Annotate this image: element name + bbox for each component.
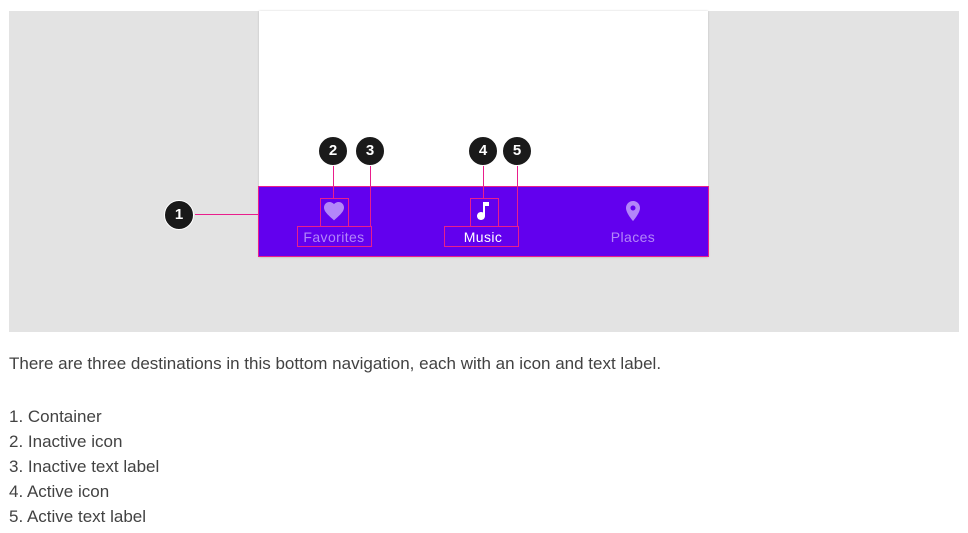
callout-1-leader <box>195 214 259 215</box>
nav-item-places[interactable]: Places <box>558 187 708 256</box>
music-note-icon <box>471 199 495 223</box>
legend-item: 5. Active text label <box>9 507 147 526</box>
legend-item: 1. Container <box>9 407 102 426</box>
annotation-legend: 1. Container 2. Inactive icon 3. Inactiv… <box>9 404 159 529</box>
place-icon <box>621 199 645 223</box>
legend-item: 2. Inactive icon <box>9 432 123 451</box>
legend-item: 3. Inactive text label <box>9 457 160 476</box>
nav-item-music[interactable]: Music <box>408 187 558 256</box>
callout-5: 5 <box>502 136 532 166</box>
callout-3: 3 <box>355 136 385 166</box>
nav-item-favorites[interactable]: Favorites <box>259 187 409 256</box>
heart-icon <box>322 199 346 223</box>
nav-label-places: Places <box>610 229 656 245</box>
legend-item: 4. Active icon <box>9 482 110 501</box>
figure-caption: There are three destinations in this bot… <box>9 354 662 373</box>
figure-canvas: Favorites Music Places 1 2 3 4 5 <box>9 11 959 332</box>
callout-4: 4 <box>468 136 498 166</box>
callout-1: 1 <box>164 200 194 230</box>
nav-label-favorites: Favorites <box>303 229 365 245</box>
callout-2: 2 <box>318 136 348 166</box>
nav-label-music: Music <box>463 229 503 245</box>
bottom-navigation-container: Favorites Music Places <box>258 186 709 257</box>
